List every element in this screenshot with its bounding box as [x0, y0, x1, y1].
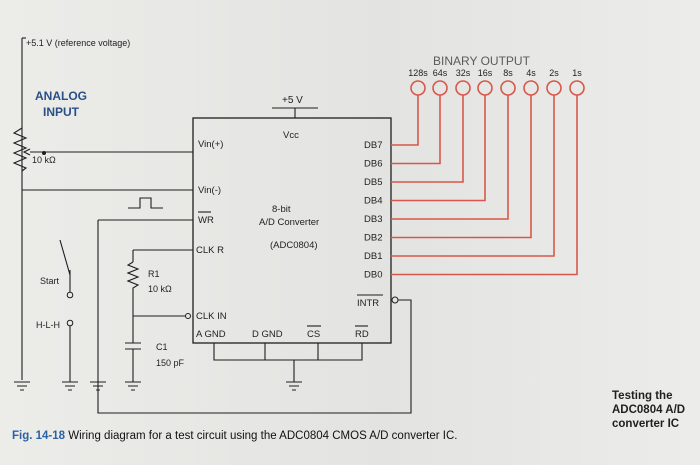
bit-weight-16s: 16s [478, 68, 493, 78]
analog-input-label-line1: ANALOG [35, 89, 87, 103]
potentiometer-10k [12, 127, 28, 172]
pin-db6: DB6 [364, 159, 382, 170]
hlh-label: H-L-H [36, 320, 60, 330]
pin-db0: DB0 [364, 270, 382, 281]
output-line-db4 [391, 95, 486, 202]
pin-vcc: Vcc [283, 130, 299, 141]
output-line-db0 [391, 95, 578, 276]
led-2s [546, 80, 562, 96]
output-line-db1 [391, 95, 555, 257]
r1-name: R1 [148, 269, 160, 279]
bit-weight-8s: 8s [503, 68, 513, 78]
analog-input-label-line2: INPUT [43, 105, 80, 119]
led-32s [455, 80, 471, 96]
output-line-db3 [391, 95, 509, 220]
supply-label: +5 V [282, 95, 303, 106]
bit-weight-64s: 64s [433, 68, 448, 78]
pin-db2: DB2 [364, 233, 382, 244]
bit-weight-128s: 128s [408, 68, 428, 78]
r1-value: 10 kΩ [148, 284, 172, 294]
binary-output-label: BINARY OUTPUT [433, 54, 531, 68]
intr-feedback-wire [97, 299, 412, 414]
ref-voltage-label: +5.1 V (reference voltage) [26, 38, 130, 48]
ic-name-line1: 8-bit [272, 204, 291, 215]
pin-vin-plus: Vin(+) [198, 139, 223, 150]
caption-text: Wiring diagram for a test circuit using … [68, 430, 458, 442]
adc0804-chip [192, 117, 392, 344]
bit-weight-4s: 4s [526, 68, 536, 78]
led-64s [432, 80, 448, 96]
capacitor-c1 [125, 316, 141, 382]
pin-wr: WR [198, 215, 214, 226]
pin-dgnd: D GND [252, 329, 283, 340]
pin-rd: RD [355, 329, 369, 340]
pin-clkin: CLK IN [196, 311, 227, 322]
resistor-r1 [126, 261, 140, 316]
led-8s [500, 80, 516, 96]
bit-weight-1s: 1s [572, 68, 582, 78]
potentiometer-wiper [22, 148, 31, 156]
pin-cs: CS [307, 329, 320, 340]
output-line-db5 [391, 95, 464, 183]
pin-clkr: CLK R [196, 245, 224, 256]
pin-db1: DB1 [364, 251, 382, 262]
binary-output-leds: 128s 64s 32s 16s 8s 4s 2s 1s [408, 68, 585, 96]
pin-db7: DB7 [364, 140, 382, 151]
ground-symbol-5 [286, 381, 302, 391]
pin-intr: INTR [357, 298, 379, 309]
start-label: Start [40, 276, 60, 286]
ground-symbol-4 [125, 381, 141, 391]
wr-wire [97, 219, 193, 382]
led-16s [477, 80, 493, 96]
led-4s [523, 80, 539, 96]
pin-db3: DB3 [364, 214, 382, 225]
output-line-db6 [391, 95, 441, 165]
bit-weight-32s: 32s [456, 68, 471, 78]
clkr-wire [132, 249, 193, 262]
ground-symbol-1 [14, 381, 30, 391]
pin-vin-minus: Vin(-) [198, 185, 221, 196]
pin-db4: DB4 [364, 196, 382, 207]
pin-db5: DB5 [364, 177, 382, 188]
c1-value: 150 pF [156, 358, 185, 368]
ground-bus [213, 343, 319, 382]
c1-name: C1 [156, 342, 168, 352]
ic-part: (ADC0804) [270, 240, 318, 251]
hlh-switch [66, 319, 74, 327]
led-1s [569, 80, 585, 96]
supply-rail [272, 107, 318, 118]
ground-symbol-2 [62, 381, 78, 391]
pot-value-label: 10 kΩ [32, 155, 56, 165]
figure-caption: Fig. 14-18 Wiring diagram for a test cir… [12, 430, 458, 442]
side-note: Testing the ADC0804 A/D converter IC [612, 390, 686, 430]
output-line-db7 [391, 95, 419, 146]
pulse-symbol [128, 197, 163, 209]
led-128s [410, 80, 426, 96]
start-switch [66, 291, 74, 299]
caption-number: Fig. 14-18 [12, 430, 66, 442]
ic-name-line2: A/D Converter [259, 217, 319, 228]
pin-agnd: A GND [196, 329, 226, 340]
output-line-db2 [391, 95, 532, 239]
bit-weight-2s: 2s [549, 68, 559, 78]
